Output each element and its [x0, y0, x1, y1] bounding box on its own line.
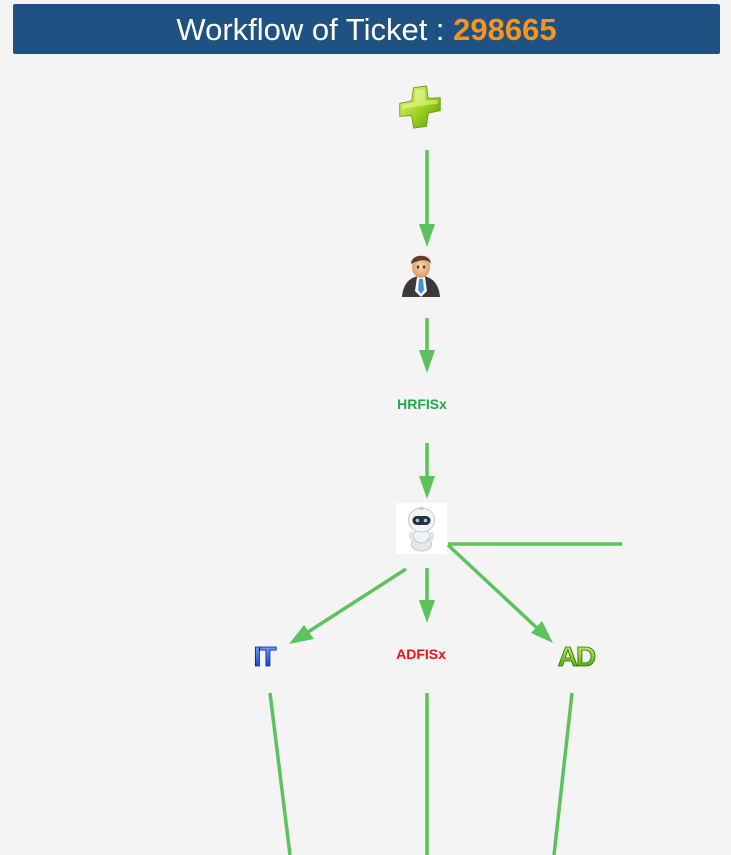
bot-node[interactable]	[396, 503, 447, 554]
requester-node[interactable]	[402, 255, 440, 297]
edges	[268, 150, 622, 855]
title-prefix: Workflow of Ticket :	[176, 11, 454, 47]
hrfis-node-label[interactable]: HRFISx	[397, 396, 447, 412]
ad-node[interactable]: AD	[557, 641, 598, 673]
start-node[interactable]	[399, 84, 441, 130]
edge-it-down	[268, 692, 292, 855]
person-icon	[402, 255, 440, 297]
it-node[interactable]: IT	[253, 641, 279, 673]
adfis-node-label[interactable]: ADFISx	[396, 646, 446, 662]
edge-bot-to-it	[307, 567, 407, 634]
edge-bot-to-ad	[446, 543, 539, 630]
ticket-number: 298665	[453, 11, 557, 47]
edge-hrfis-to-bot-arrowhead	[419, 476, 435, 499]
it-node-label: IT	[254, 641, 277, 672]
edge-start-to-requester-arrowhead	[419, 224, 435, 247]
edge-ad-down	[552, 692, 574, 855]
workflow-header: Workflow of Ticket : 298665	[13, 4, 720, 54]
green-plus-icon	[399, 85, 441, 129]
edge-requester-to-hrfis-arrowhead	[419, 350, 435, 373]
ad-node-label: AD	[558, 641, 596, 672]
workflow-title: Workflow of Ticket : 298665	[176, 14, 556, 45]
robot-icon	[408, 507, 435, 552]
edge-bot-to-ad-arrowhead	[531, 621, 553, 643]
edge-bot-to-it-arrowhead	[289, 625, 314, 644]
edge-bot-to-adfis-arrowhead	[419, 600, 435, 623]
